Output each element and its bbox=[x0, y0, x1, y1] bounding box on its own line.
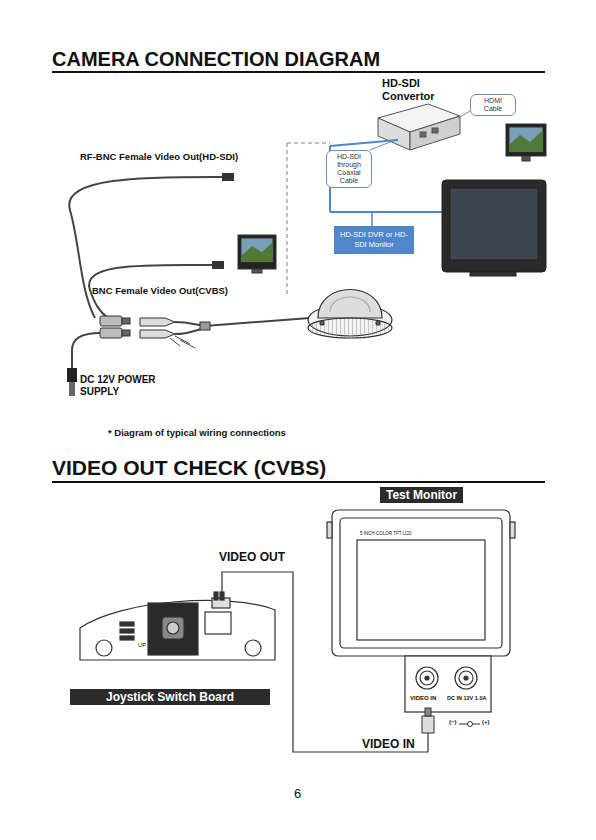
node-text: HDMI Cable bbox=[475, 97, 511, 113]
connector-label: BNC Female Video Out(CVBS) bbox=[92, 286, 228, 297]
page-title: CAMERA CONNECTION DIAGRAM bbox=[52, 48, 380, 71]
title-tag: Joystick Switch Board bbox=[70, 689, 270, 705]
node-text: Test Monitor bbox=[386, 488, 457, 502]
node-text: HD-SDI DVR or HD-SDI Monitor bbox=[339, 230, 409, 250]
connector-label: RF-BNC Female Video Out(HD-SDI) bbox=[80, 152, 238, 163]
signal-label: VIDEO OUT bbox=[219, 551, 285, 565]
note: * Diagram of typical wiring connections bbox=[108, 428, 286, 439]
title-tag: Test Monitor bbox=[380, 487, 463, 503]
port-label: DC IN 12V 1.0A bbox=[447, 695, 486, 701]
node-text: Joystick Switch Board bbox=[76, 690, 264, 704]
device-label: HD-SDI Convertor bbox=[382, 77, 460, 102]
screen-text: 5 INCH COLOR TFT LCD bbox=[360, 531, 412, 536]
device-box: HD-SDI DVR or HD-SDI Monitor bbox=[334, 226, 414, 254]
port-label: VIDEO IN bbox=[410, 695, 436, 702]
node-text: HD-SDI through Coaxial Cable bbox=[331, 153, 367, 185]
polarity-mark: (−) bbox=[449, 719, 457, 726]
callout-bubble: HD-SDI through Coaxial Cable bbox=[326, 150, 372, 188]
callout-bubble: HDMI Cable bbox=[470, 94, 516, 116]
board-mark: UP bbox=[138, 642, 146, 649]
section-heading: VIDEO OUT CHECK (CVBS) bbox=[52, 456, 326, 480]
power-label: DC 12V POWER SUPPLY bbox=[80, 374, 160, 397]
polarity-mark: (+) bbox=[482, 719, 490, 726]
signal-label: VIDEO IN bbox=[362, 738, 415, 752]
page-number: 6 bbox=[294, 787, 301, 802]
